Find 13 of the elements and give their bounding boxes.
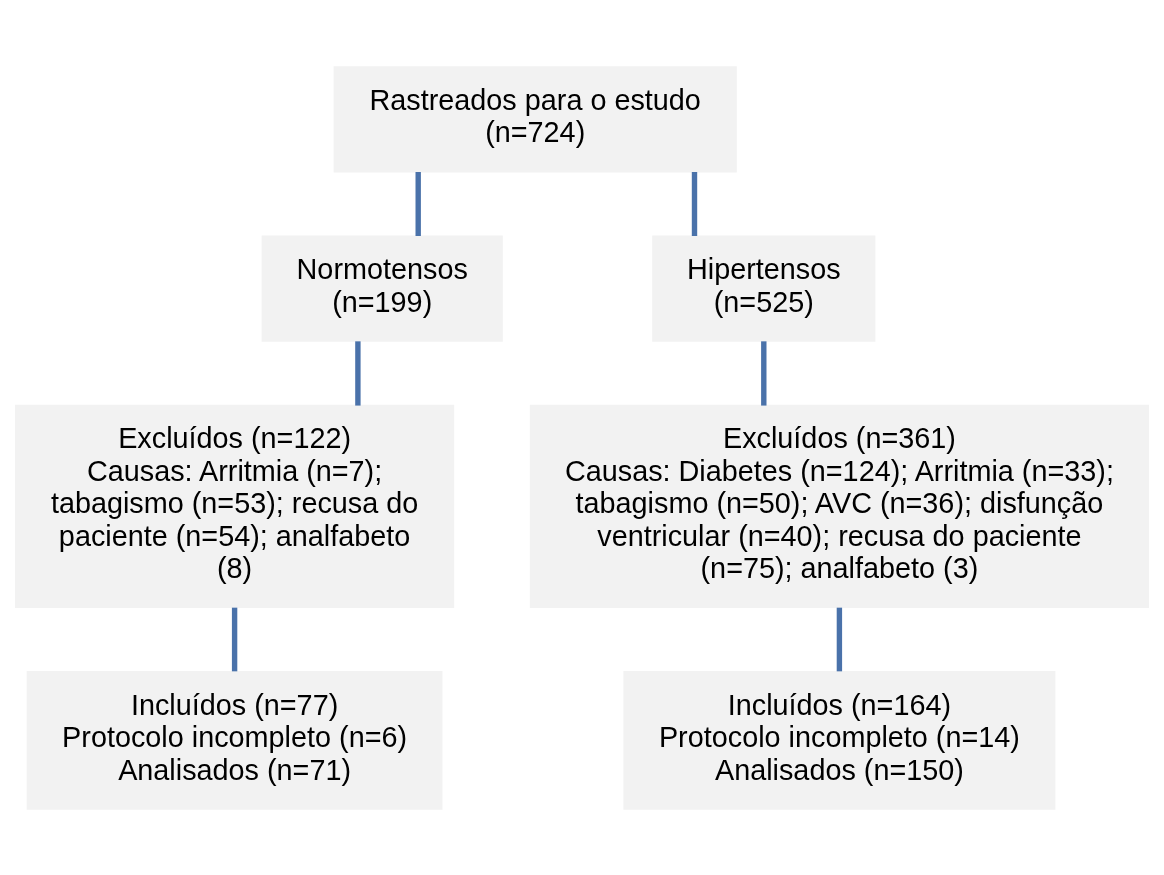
node-box: Incluídos (n=77) Protocolo incompleto (n=6) Analisados (n=71)	[26, 670, 443, 810]
connector	[691, 171, 698, 236]
node-box: Incluídos (n=164) Protocolo incompleto (n=14) Analisados (n=150)	[623, 670, 1056, 810]
connector	[761, 340, 767, 406]
node-box: Normotensos (n=199)	[261, 235, 503, 342]
node-box: Excluídos (n=122) Causas: Arritmia (n=7); tabagismo (n=53); recusa do paciente (n=54); analfabeto (8)	[15, 404, 455, 608]
node-box: Excluídos (n=361) Causas: Diabetes (n=124); Arritmia (n=33); tabagismo (n=50); AVC (n=36); disfunção ventricular (n=40); recusa do paciente (n=75); analfabeto (3)	[529, 404, 1149, 608]
connector	[836, 607, 843, 671]
connector	[355, 340, 361, 406]
node-box: Rastreados para o estudo (n=724)	[333, 65, 737, 172]
connector	[231, 607, 238, 671]
connector	[415, 171, 421, 236]
node-box: Hipertensos (n=525)	[652, 235, 876, 342]
